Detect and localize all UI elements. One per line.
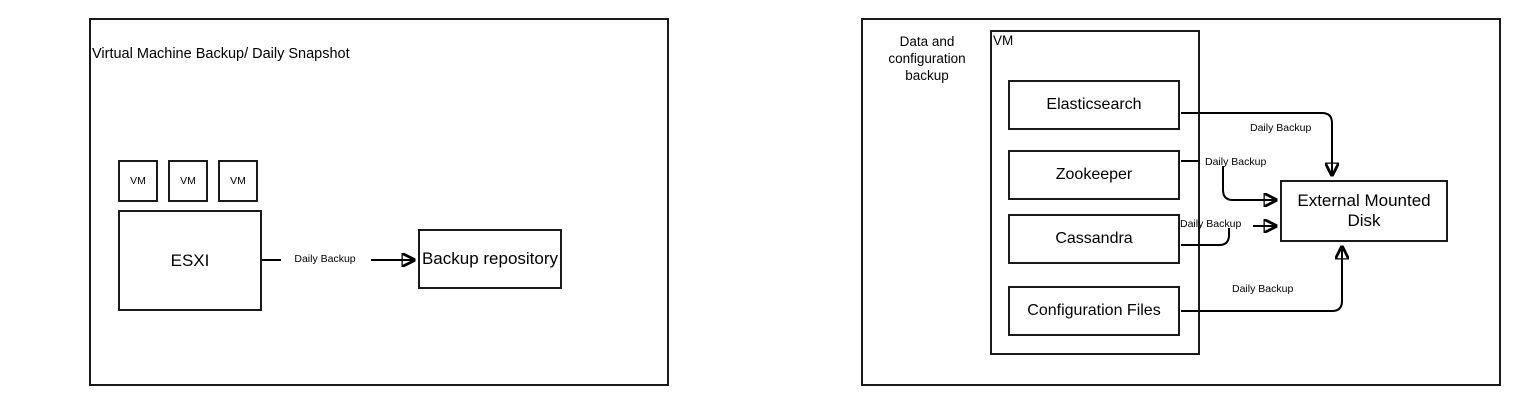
edge-label-elasticsearch-to-disk: Daily Backup: [1250, 122, 1312, 134]
vm-chip: VM: [218, 160, 258, 202]
zookeeper-node: Zookeeper: [1008, 150, 1180, 200]
edge-label-zookeeper-to-disk: Daily Backup: [1205, 156, 1267, 168]
configuration-files-node: Configuration Files: [1008, 286, 1180, 336]
cassandra-node: Cassandra: [1008, 214, 1180, 264]
elasticsearch-node: Elasticsearch: [1008, 80, 1180, 130]
edge-label-esxi-to-backup-repository: Daily Backup: [294, 253, 356, 265]
backup-repository-node: Backup repository: [418, 229, 562, 289]
vm-chip: VM: [168, 160, 208, 202]
external-mounted-disk-node: External Mounted Disk: [1280, 180, 1448, 242]
edge-label-configuration-files-to-disk: Daily Backup: [1232, 283, 1294, 295]
left-panel-title: Virtual Machine Backup/ Daily Snapshot: [92, 46, 350, 62]
virtual-machine-backup-panel: [89, 18, 669, 386]
vm-container-label: VM: [993, 33, 1014, 48]
edge-label-cassandra-to-disk: Daily Backup: [1180, 218, 1242, 230]
esxi-node: ESXI: [118, 210, 262, 311]
right-panel-side-label: Data and configuration backup: [888, 34, 966, 83]
vm-chip: VM: [118, 160, 158, 202]
